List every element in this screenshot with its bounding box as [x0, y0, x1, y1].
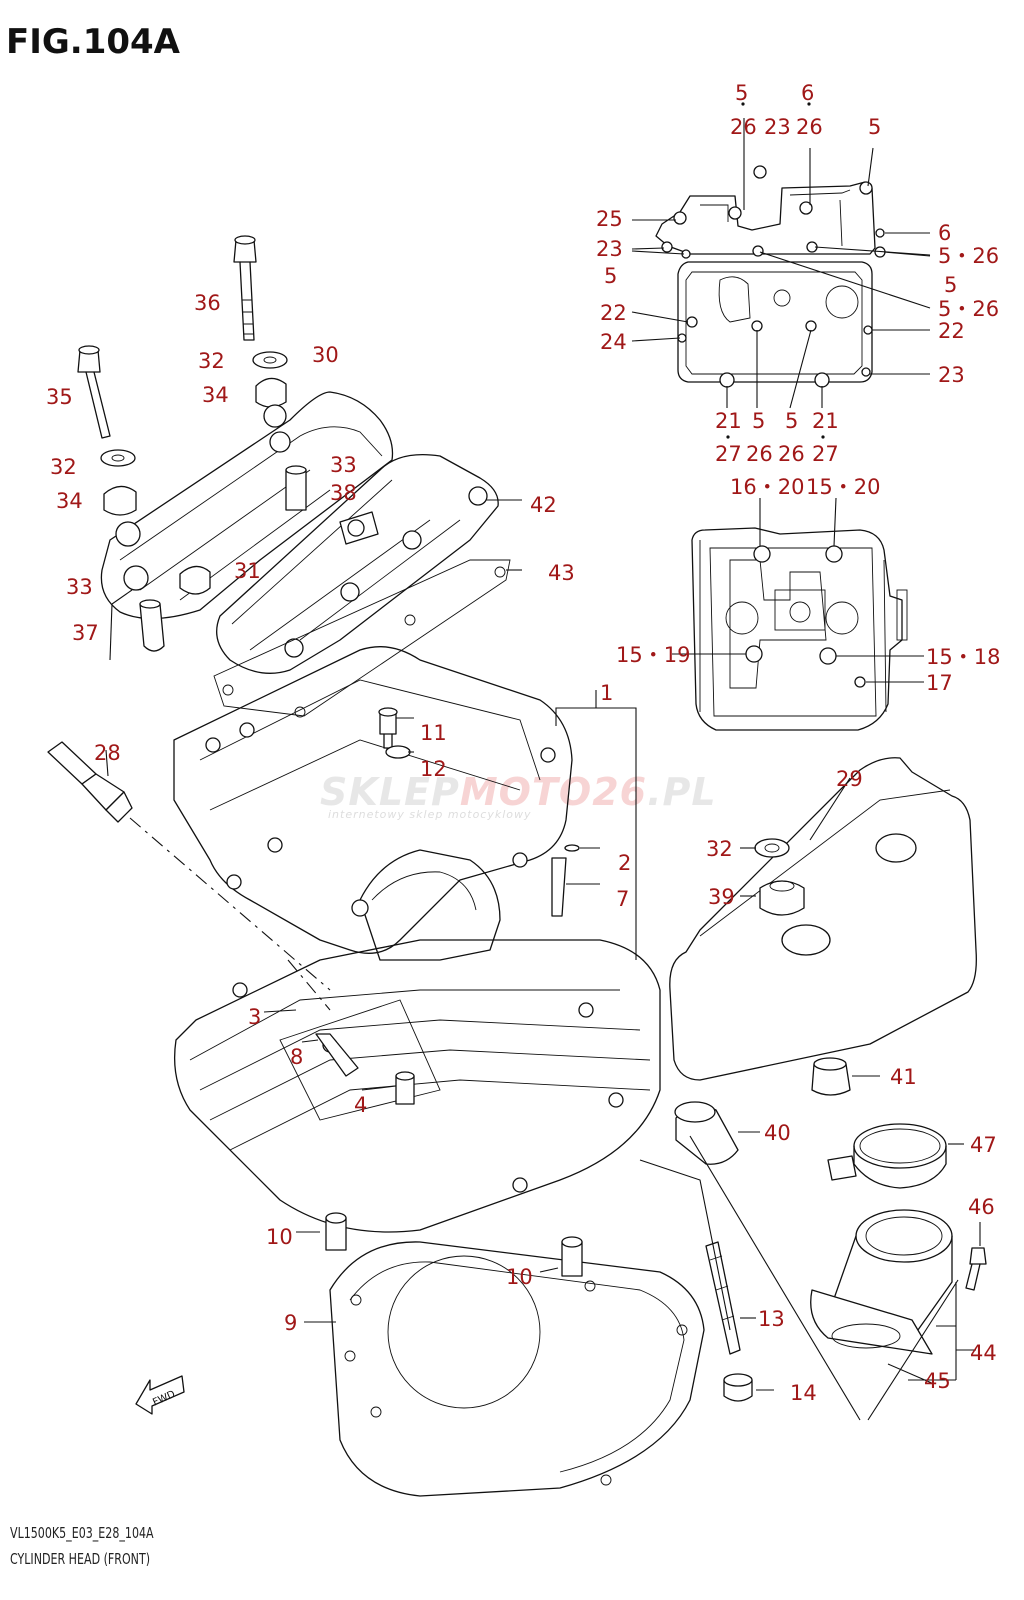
watermark-brand-c: 26 — [592, 770, 648, 814]
callout-label: 39 — [708, 885, 735, 909]
callout-label: 22 — [600, 301, 627, 325]
callout-label: 26 — [730, 115, 757, 139]
callout-label: 21 — [715, 409, 742, 433]
shroud-cover — [669, 757, 977, 1081]
callout-label: 42 — [530, 493, 557, 517]
callout-label: 32 — [198, 349, 225, 373]
callout-label: 17 — [926, 671, 953, 695]
callout-label: 3 — [248, 1005, 261, 1029]
callout-label: 1 — [600, 681, 613, 705]
callout-label: 5・26 — [938, 297, 999, 321]
callout-label: 40 — [764, 1121, 791, 1145]
callout-label: 32 — [50, 455, 77, 479]
callout-label: 11 — [420, 721, 447, 745]
caps-and-plugs — [674, 1057, 880, 1165]
callout-label: 15・20 — [806, 475, 880, 499]
watermark-brand-d: .PL — [647, 770, 717, 814]
callout-labels: 5 6 26 23 26 5 25 6 23 5・26 5 5 5・26 22 … — [46, 81, 1000, 1405]
callout-label: 5 — [735, 81, 748, 105]
watermark-tagline: internetowy sklep motocyklowy — [328, 808, 532, 821]
callout-label: 30 — [312, 343, 339, 367]
cover-gasket-drawing — [655, 165, 886, 388]
callout-label: 23 — [938, 363, 965, 387]
rocker-cover-assembly — [213, 453, 522, 718]
callout-label: 28 — [94, 741, 121, 765]
callout-label: 10 — [506, 1265, 533, 1289]
diagram-name: CYLINDER HEAD (FRONT) — [10, 1550, 151, 1568]
watermark-brand-a: SKLEP — [320, 770, 460, 814]
callout-label: 10 — [266, 1225, 293, 1249]
spark-plug — [47, 741, 331, 991]
intake-pipe-assembly — [689, 1123, 987, 1421]
callout-label: 5 — [752, 409, 765, 433]
callout-label: 5 — [944, 273, 957, 297]
callout-label: 12 — [420, 757, 447, 781]
head-cover-left — [77, 235, 394, 661]
cylinder-head-top-view — [672, 497, 924, 731]
callout-label: 5・26 — [938, 244, 999, 268]
callout-label: 33 — [66, 575, 93, 599]
callout-label: 8 — [290, 1045, 303, 1069]
fwd-arrow-icon: FWD — [135, 1375, 185, 1415]
callout-label: 6 — [801, 81, 814, 105]
callout-label: 26 — [778, 442, 805, 466]
callout-label: 33 — [330, 453, 357, 477]
cover-gasket-leaders — [631, 102, 931, 439]
callout-label: 2 — [618, 851, 631, 875]
callout-label: 22 — [938, 319, 965, 343]
callout-label: 34 — [202, 383, 229, 407]
callout-label: 34 — [56, 489, 83, 513]
callout-label: 9 — [284, 1311, 297, 1335]
callout-label: 45 — [924, 1369, 951, 1393]
head-gasket-area — [287, 959, 774, 1497]
figure-title: FIG.104A — [6, 22, 180, 62]
callout-label: 5 — [604, 264, 617, 288]
watermark: SKLEPMOTO26.PL — [320, 770, 717, 814]
callout-label: 13 — [758, 1307, 785, 1331]
callout-label: 26 — [746, 442, 773, 466]
callout-label: 21 — [812, 409, 839, 433]
callout-label: 25 — [596, 207, 623, 231]
callout-label: 4 — [354, 1093, 367, 1117]
callout-label: 37 — [72, 621, 99, 645]
callout-label: 24 — [600, 330, 627, 354]
callout-label: 35 — [46, 385, 73, 409]
cylinder-head-main — [173, 646, 661, 1233]
callout-label: 29 — [836, 767, 863, 791]
callout-label: 31 — [234, 559, 261, 583]
callout-label: 5 — [785, 409, 798, 433]
diagram-code: VL1500K5_E03_E28_104A — [10, 1524, 154, 1542]
callout-label: 6 — [938, 221, 951, 245]
callout-label: 38 — [330, 481, 357, 505]
callout-label: 43 — [548, 561, 575, 585]
callout-label: 7 — [616, 887, 629, 911]
callout-label: 46 — [968, 1195, 995, 1219]
callout-label: 5 — [868, 115, 881, 139]
callout-label: 14 — [790, 1381, 817, 1405]
callout-label: 15・18 — [926, 645, 1000, 669]
callout-label: 15・19 — [616, 643, 690, 667]
callout-label: 36 — [194, 291, 221, 315]
callout-label: 44 — [970, 1341, 997, 1365]
callout-label: 26 — [796, 115, 823, 139]
callout-label: 27 — [812, 442, 839, 466]
callout-label: 23 — [764, 115, 791, 139]
callout-label: 27 — [715, 442, 742, 466]
callout-label: 41 — [890, 1065, 917, 1089]
fwd-label: FWD — [151, 1389, 177, 1409]
callout-label: 16・20 — [730, 475, 804, 499]
callout-label: 23 — [596, 237, 623, 261]
callout-label: 47 — [970, 1133, 997, 1157]
callout-label: 32 — [706, 837, 733, 861]
